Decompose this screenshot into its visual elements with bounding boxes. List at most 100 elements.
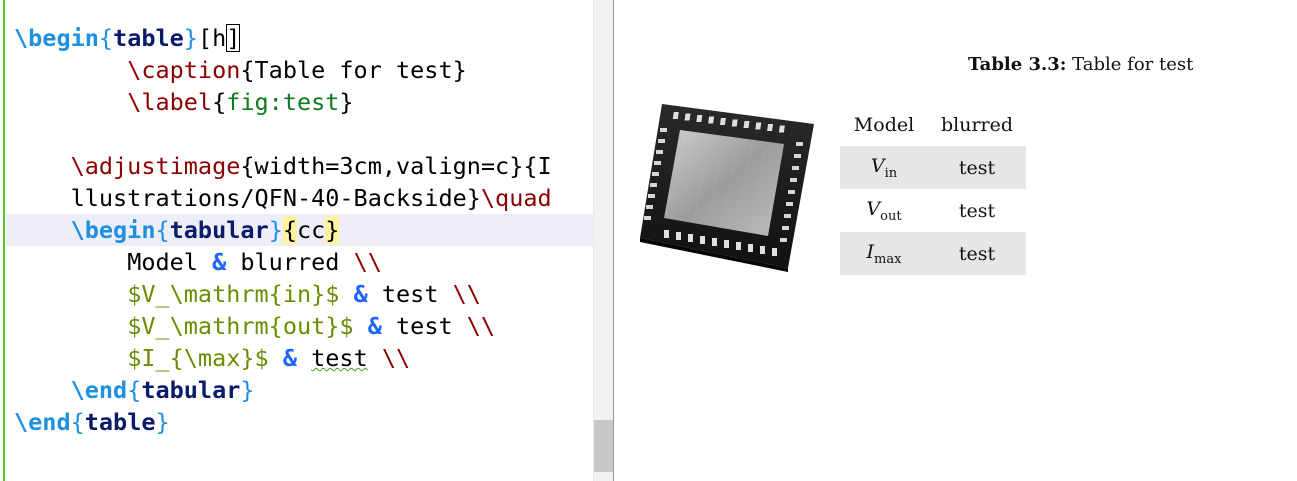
math-variable: I <box>866 240 875 263</box>
code-token: \end <box>14 408 71 436</box>
code-token: \caption <box>127 56 241 84</box>
table-cell-value: test <box>928 146 1027 189</box>
code-token: \\ <box>353 248 382 276</box>
code-token: \\ <box>452 280 481 308</box>
code-token: \begin <box>14 24 99 52</box>
code-token: cc <box>297 216 326 244</box>
code-token <box>368 344 382 372</box>
code-token: } <box>155 408 170 436</box>
code-token: } <box>240 376 255 404</box>
code-line[interactable]: $V_\mathrm{out}$ & test \\ <box>14 310 593 342</box>
change-gutter-marker <box>3 0 5 481</box>
table-cell-symbol: Vout <box>840 189 928 232</box>
code-indent <box>14 184 71 212</box>
code-line[interactable]: llustrations/QFN-40-Backside}\quad <box>14 182 593 214</box>
code-token: \adjustimage <box>70 152 241 180</box>
code-token: { <box>70 408 85 436</box>
table-row: Vout test <box>840 189 1026 232</box>
pdf-preview[interactable]: Table 3.3: Table for test <box>614 0 1297 481</box>
code-token: } <box>183 24 198 52</box>
math-variable: V <box>866 197 881 220</box>
code-token: } <box>325 216 340 244</box>
latex-source[interactable]: \begin{table}[h] \caption{Table for test… <box>6 22 593 438</box>
code-indent <box>14 280 127 308</box>
code-token <box>297 344 311 372</box>
code-token: { <box>155 216 170 244</box>
math-subscript: out <box>880 208 902 224</box>
code-token: table <box>113 24 184 52</box>
code-token: ] <box>226 24 241 52</box>
code-line[interactable]: \caption{Table for test} <box>14 54 593 86</box>
code-token: {width=3cm,valign=c}{I <box>240 152 552 180</box>
code-line[interactable]: $V_\mathrm{in}$ & test \\ <box>14 278 593 310</box>
code-line[interactable]: \begin{table}[h] <box>14 22 593 54</box>
caption-label: Table 3.3: <box>968 54 1067 75</box>
code-token: } <box>339 88 354 116</box>
code-line[interactable]: Model & blurred \\ <box>14 246 593 278</box>
code-indent <box>14 216 71 244</box>
code-token: fig:test <box>226 88 340 116</box>
code-token: \\ <box>381 344 411 372</box>
code-line[interactable]: $I_{\max}$ & test \\ <box>14 342 593 374</box>
code-token: table <box>84 408 156 436</box>
math-variable: V <box>870 154 885 177</box>
code-token: llustrations/QFN-40-Backside} <box>70 184 481 212</box>
code-editor[interactable]: \begin{table}[h] \caption{Table for test… <box>0 0 593 481</box>
table-cell-value: test <box>928 232 1027 275</box>
code-token: & <box>282 344 297 372</box>
math-subscript: max <box>874 251 902 267</box>
table-header-row: Model blurred <box>840 103 1026 146</box>
pane-splitter[interactable] <box>613 0 614 481</box>
code-line[interactable]: \adjustimage{width=3cm,valign=c}{I <box>14 150 593 182</box>
qfn-chip-image <box>640 104 814 272</box>
header-cell-model: Model <box>853 113 915 136</box>
code-line[interactable]: \label{fig:test} <box>14 86 593 118</box>
code-token: \quad <box>480 184 552 212</box>
code-token <box>354 312 368 340</box>
code-token: \end <box>70 376 128 404</box>
code-token: { <box>127 376 142 404</box>
code-token: test <box>311 344 368 372</box>
code-indent <box>14 376 71 404</box>
code-token: $I_{\max}$ <box>127 344 269 372</box>
code-token: \\ <box>466 312 496 340</box>
code-indent <box>14 312 127 340</box>
code-token: \label <box>127 88 213 116</box>
table-caption: Table 3.3: Table for test <box>968 54 1193 75</box>
code-indent <box>14 88 127 116</box>
table-cell-symbol: Imax <box>840 232 928 275</box>
table-cell-value: test <box>958 199 996 222</box>
code-token: $V_\mathrm{in}$ <box>127 280 340 308</box>
code-token: Model <box>127 248 213 276</box>
math-subscript: in <box>884 165 898 181</box>
code-line[interactable]: \begin{tabular}{cc} <box>6 214 593 246</box>
code-line[interactable]: \end{tabular} <box>14 374 593 406</box>
code-token: {Table for test} <box>240 56 467 84</box>
code-line[interactable] <box>14 118 593 150</box>
code-token: & <box>367 312 382 340</box>
code-token: blurred <box>226 248 354 276</box>
code-line[interactable]: \end{table} <box>14 406 593 438</box>
code-token: { <box>282 216 297 244</box>
code-token: } <box>268 216 283 244</box>
editor-scrollbar-thumb[interactable] <box>594 420 613 472</box>
header-cell-blurred: blurred <box>941 113 1014 136</box>
code-token: [h <box>197 24 227 52</box>
code-token: test <box>367 280 453 308</box>
code-token: tabular <box>141 376 241 404</box>
code-token: tabular <box>169 216 269 244</box>
code-token: { <box>212 88 227 116</box>
code-token: \begin <box>70 216 156 244</box>
code-token: test <box>381 312 467 340</box>
caption-text: Table for test <box>1072 54 1194 75</box>
editor-scrollbar[interactable] <box>593 0 613 481</box>
code-token <box>269 344 283 372</box>
code-indent <box>14 344 127 372</box>
code-indent <box>14 248 127 276</box>
code-token: & <box>353 280 368 308</box>
code-indent <box>14 56 127 84</box>
table-cell-symbol: Vin <box>840 146 928 189</box>
